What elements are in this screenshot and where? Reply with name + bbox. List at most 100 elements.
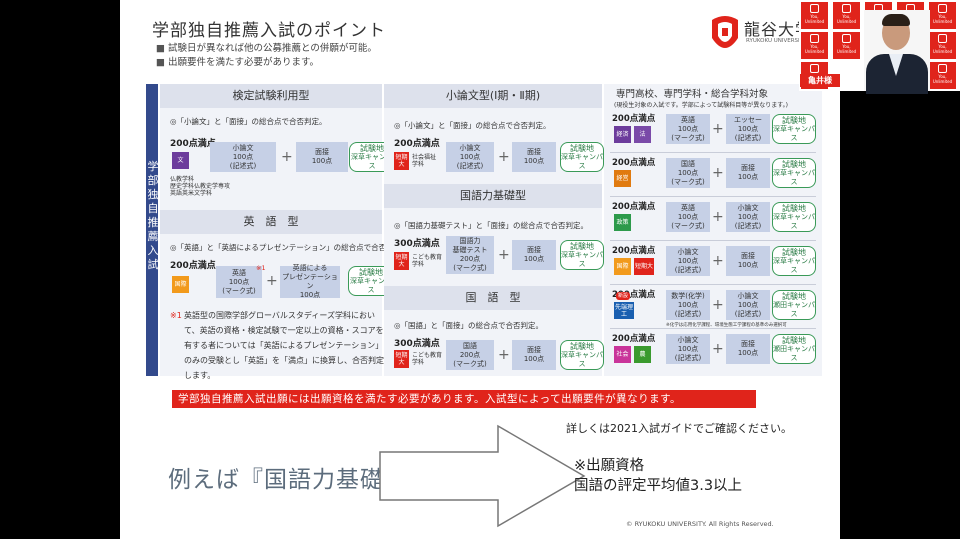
brand-icon bbox=[810, 4, 819, 13]
dept-tag: 経営 bbox=[614, 170, 631, 187]
row-divider bbox=[610, 240, 816, 241]
plus-sign: + bbox=[712, 209, 724, 225]
footnote-mark: ※1 bbox=[170, 311, 182, 320]
venue-badge: 試験地深草キャンパス bbox=[560, 240, 604, 270]
venue-title: 試験地 bbox=[570, 241, 594, 251]
brand-tile: You,Unlimited bbox=[833, 32, 860, 59]
points-label: 200点満点 bbox=[612, 202, 656, 212]
plus-sign: + bbox=[498, 149, 510, 165]
venue-title: 試験地 bbox=[359, 267, 383, 277]
venue-badge: 試験地瀬田キャンパス bbox=[772, 334, 816, 364]
points-label: 200点満点 bbox=[612, 290, 656, 300]
brand-tile: You,Unlimited bbox=[929, 2, 956, 29]
brand-icon bbox=[842, 4, 851, 13]
exam-box: 数学(化学)100点(記述式) bbox=[666, 290, 710, 320]
guide-note: 詳しくは2021入試ガイドでご確認ください。 bbox=[566, 422, 792, 435]
row-divider bbox=[610, 196, 816, 197]
dept-tag: 先端理工 bbox=[614, 302, 634, 319]
section-header: 国語力基礎型 bbox=[384, 184, 602, 208]
brand-tile: You,Unlimited bbox=[801, 2, 828, 29]
dept-tag: 経済 bbox=[614, 126, 631, 143]
column-senmon: 専門高校、専門学科・総合学科対象 (現役生対象の入試です。学部によって試験科目等… bbox=[604, 84, 822, 376]
dept-tag: 農 bbox=[634, 346, 651, 363]
brand-tile: You,Unlimited bbox=[833, 2, 860, 29]
dept-tag: 短期大 bbox=[394, 252, 409, 270]
venue-title: 試験地 bbox=[782, 159, 806, 169]
venue-campus: 瀬田キャンパス bbox=[773, 344, 815, 362]
arrow-right-icon bbox=[379, 424, 586, 528]
venue-badge: 試験地深草キャンパス bbox=[560, 340, 604, 370]
venue-badge: 試験地深草キャンパス bbox=[560, 142, 604, 172]
dept-tag: 短期大 bbox=[394, 350, 409, 368]
venue-title: 試験地 bbox=[570, 341, 594, 351]
dept-name: 社会福祉学科 bbox=[412, 154, 437, 168]
section-header: 国 語 型 bbox=[384, 286, 602, 310]
venue-badge: 試験地深草キャンパス bbox=[772, 158, 816, 188]
footnote: ※1 英語型の国際学部グローバルスタディーズ学科において、英語の資格・検定試験で… bbox=[170, 308, 385, 383]
venue-campus: 瀬田キャンパス bbox=[773, 300, 815, 318]
brand-icon bbox=[938, 4, 947, 13]
plus-sign: + bbox=[712, 297, 724, 313]
section-header: 小論文型(Ⅰ期・Ⅱ期) bbox=[384, 84, 602, 108]
presentation-slide: 学部独自推薦入試のポイント 試験日が異なれば他の公募推薦との併願が可能。 出願要… bbox=[120, 0, 840, 539]
logo-name: 龍谷大学 bbox=[744, 20, 813, 39]
venue-title: 試験地 bbox=[782, 203, 806, 213]
university-logo: 龍谷大学 RYUKOKU UNIVERSITY bbox=[708, 14, 840, 58]
venue-badge: 試験地瀬田キャンパス bbox=[772, 290, 816, 320]
dept-tag: 国際 bbox=[172, 276, 189, 293]
brand-icon bbox=[938, 64, 947, 73]
dept-name: こども教育学科 bbox=[412, 352, 443, 366]
brand-tile: You,Unlimited bbox=[929, 32, 956, 59]
brand-icon bbox=[810, 64, 819, 73]
points-label: 300点満点 bbox=[394, 239, 440, 249]
tile-text: You,Unlimited bbox=[836, 44, 857, 54]
row-divider bbox=[610, 328, 816, 329]
plus-sign: + bbox=[498, 247, 510, 263]
points-label: 300点満点 bbox=[394, 339, 440, 349]
venue-campus: 深草キャンパス bbox=[773, 168, 815, 186]
points-label: 200点満点 bbox=[170, 261, 216, 271]
dept-tag: 国際 bbox=[614, 258, 631, 275]
column-kentei: 検定試験利用型 ◎「小論文」と「面接」の総合点で合否判定。 200点満点 文 小… bbox=[160, 84, 409, 376]
tile-text: You,Unlimited bbox=[932, 74, 953, 84]
venue-campus: 深草キャンパス bbox=[773, 124, 815, 142]
bullet-list: 試験日が異なれば他の公募推薦との併願が可能。 出願要件を満たす必要があります。 bbox=[156, 42, 377, 70]
venue-campus: 深草キャンパス bbox=[351, 152, 393, 170]
venue-title: 試験地 bbox=[782, 335, 806, 345]
requirement-line: ※出願資格 bbox=[574, 458, 645, 474]
person-hair bbox=[882, 14, 910, 26]
section-desc: ◎「国語」と「面接」の総合点で合否判定。 bbox=[394, 321, 544, 330]
venue-campus: 深草キャンパス bbox=[773, 212, 815, 230]
tile-text: You,Unlimited bbox=[836, 14, 857, 24]
plus-sign: + bbox=[712, 165, 724, 181]
dept-tag: 政策 bbox=[614, 214, 631, 231]
venue-badge: 試験地深草キャンパス bbox=[772, 246, 816, 276]
tile-text: You,Unlimited bbox=[932, 14, 953, 24]
row-divider bbox=[610, 284, 816, 285]
section-header: 検定試験利用型 bbox=[160, 84, 382, 108]
venue-campus: 深草キャンパス bbox=[561, 350, 603, 368]
dept-tag: 法 bbox=[634, 126, 651, 143]
points-label: 200点満点 bbox=[612, 334, 656, 344]
column-shoronbun: 小論文型(Ⅰ期・Ⅱ期) ◎「小論文」と「面接」の総合点で合否判定。 200点満点… bbox=[384, 84, 604, 376]
section-desc: ◎「英語」と「英語によるプレゼンテーション」の総合点で合否判定。 bbox=[170, 243, 409, 252]
plus-sign: + bbox=[266, 273, 278, 289]
plus-sign: + bbox=[712, 253, 724, 269]
points-label: 200点満点 bbox=[612, 158, 656, 168]
section-header: 専門高校、専門学科・総合学科対象 bbox=[616, 89, 769, 100]
